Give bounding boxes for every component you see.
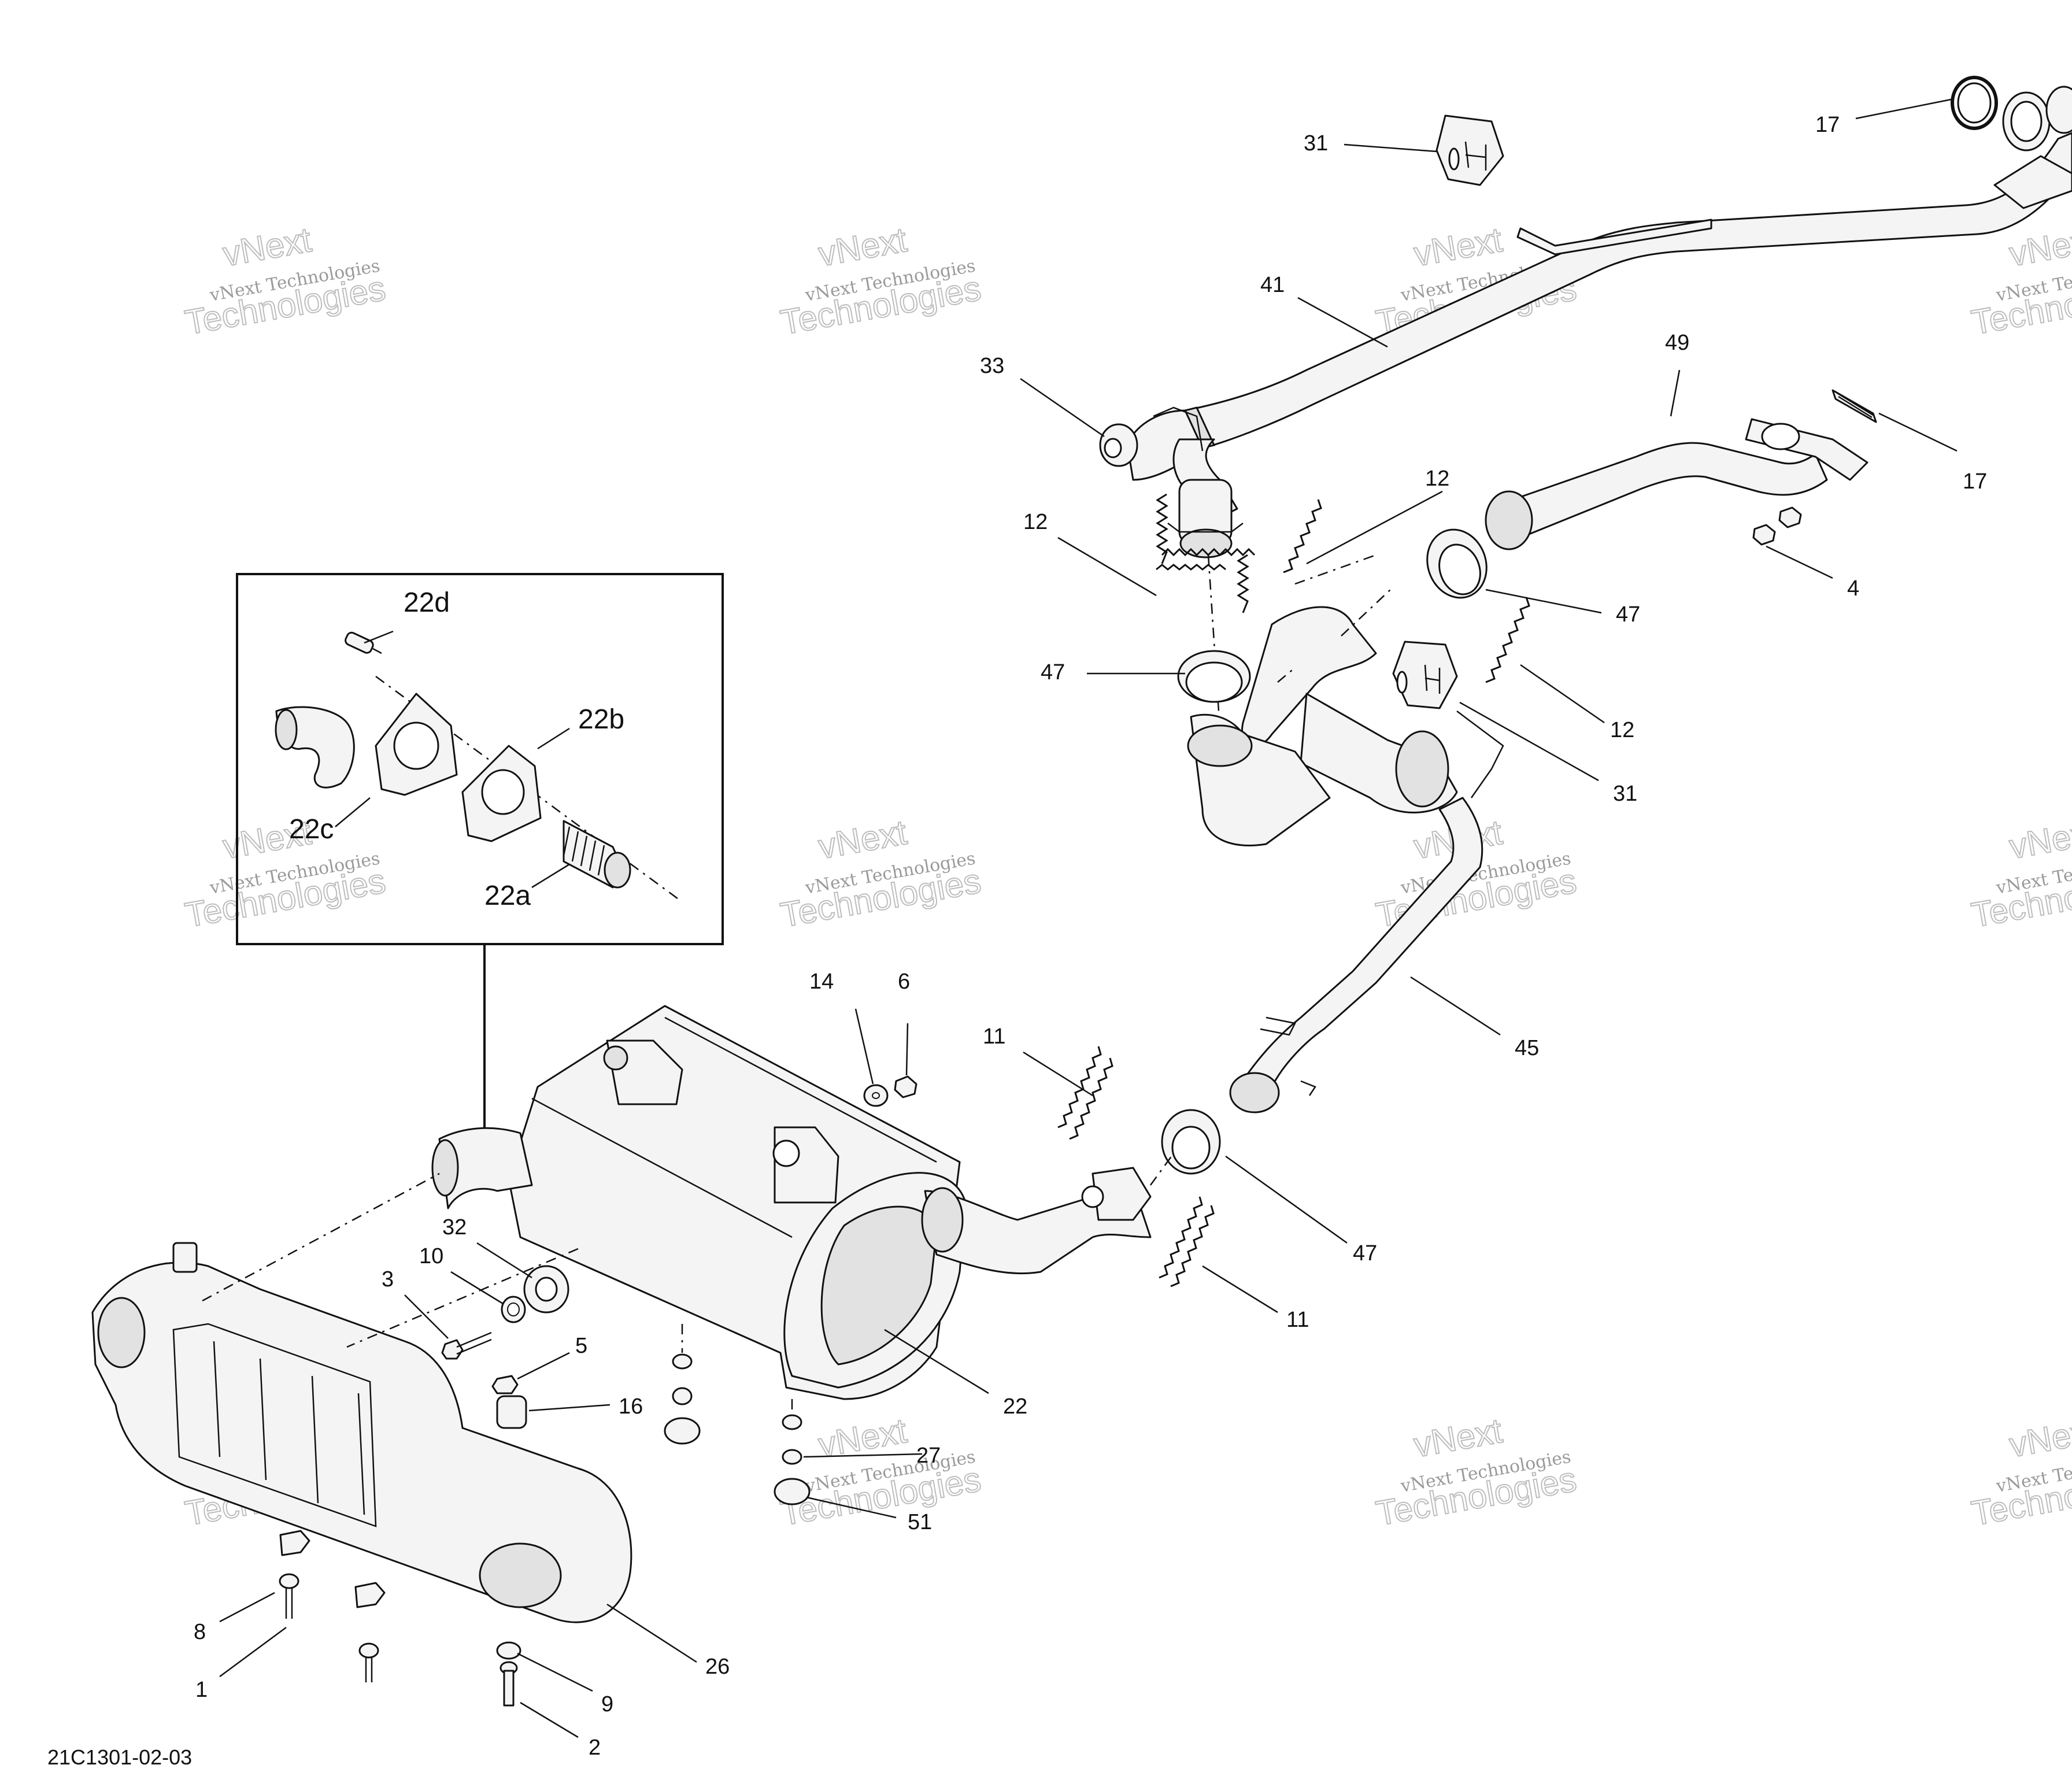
callout-27-top: 31 [1304,131,1328,156]
callout-47-c: 47 [1353,1241,1377,1266]
spring-11a-icon [1057,1046,1113,1140]
callout-9: 9 [601,1692,613,1716]
callout-26: 27 [916,1444,941,1468]
callout-4: 4 [1847,576,1859,601]
callout-11-a: 11 [983,1024,1005,1049]
callout-14: 14 [809,970,834,994]
callout-33: 33 [980,354,1004,378]
callout-5: 5 [575,1334,587,1358]
callout-32: 32 [442,1215,467,1240]
nut-4-icon [1752,506,1802,546]
callout-17-top: 17 [1815,113,1840,137]
watermark-vnext-outline: vNext [2007,220,2072,274]
spring-12d-icon [1485,597,1530,683]
rubber-hanger-27b-icon [1392,641,1458,709]
callout-51: 51 [908,1510,932,1534]
exhaust-pipe-45-icon [1229,797,1483,1113]
nut-5-icon [491,1375,519,1394]
exhaust-pipe-41-icon [1126,132,2072,481]
callout-22: 22 [1003,1394,1027,1419]
callout-17-right: 17 [1963,469,1987,494]
nut-6-icon [894,1075,917,1098]
gasket-ring-47b-icon [1426,528,1488,599]
muffler-22-icon [431,554,1391,1400]
callout-16: 16 [619,1394,643,1419]
callout-45: 45 [1515,1036,1539,1060]
grommet-32-icon [523,1265,569,1314]
washer-14-icon [863,1084,889,1107]
callout-3: 3 [382,1267,394,1292]
watermark-vnext-outline: vNext [2007,1411,2072,1465]
heat-shield-31-icon [91,1172,632,1623]
watermark-vnext-outline: vNext [1411,1411,1505,1465]
bolt-2-icon [500,1661,518,1707]
watermark-vnext-outline: vNext [816,813,910,867]
callout-1: 1 [195,1678,208,1702]
gasket-17b-icon [1832,389,1877,423]
callout-22c: 22c [289,814,334,845]
callout-12-b: 12 [1023,510,1048,534]
watermark-vnext-outline: vNext [816,220,910,274]
spacer-10-icon [501,1296,526,1323]
grommet-33-icon [1099,423,1138,467]
washer-9-icon [496,1641,521,1660]
callout-27-b: 31 [1613,782,1637,806]
callout-47-b: 47 [1041,660,1065,684]
callout-31: 26 [705,1655,730,1679]
spring-12a-icon [1156,547,1256,571]
watermark-vnext-outline: vNext [2007,813,2072,867]
rubber-hanger-27a-icon [1435,114,1504,186]
callout-12-c: 12 [1610,718,1634,742]
gasket-ring-47c-icon [1161,1109,1221,1175]
flex-pipe-icon [1153,406,1244,729]
washer-26-icon [782,1414,802,1465]
slip-joint-22a-icon [563,820,631,889]
damper-16-icon [496,1395,527,1429]
callout-11-b: 11 [1286,1308,1309,1332]
bolt-22d-icon [345,631,382,654]
leader-lines [219,98,1958,1738]
grommet-stack-left-icon [664,1324,701,1445]
seal-ring-17a-icon [1951,76,1998,130]
exhaust-pipe-49-icon [1485,418,1868,550]
y-pipe-icon [1187,606,1504,846]
callout-22a: 22a [484,880,531,911]
callout-41: 41 [1260,273,1285,297]
damper-51-icon [774,1399,811,1505]
bolt-3-icon [441,1331,492,1360]
callout-47-a: 47 [1616,602,1640,627]
callout-22b: 22b [578,704,624,735]
inset-detail-box [236,573,724,1133]
callout-labels: 17 31 41 33 49 17 12 12 4 47 47 12 31 45… [194,113,1987,1760]
screw-1-icon [279,1573,379,1682]
callout-10: 10 [419,1244,443,1268]
pipe-end-top-right-icon [2002,86,2072,151]
gasket-ring-47a-icon [1177,650,1251,703]
spring-12c-icon [1283,499,1322,574]
watermark-vnext-outline: vNext [1411,220,1505,274]
spring-12b-icon [1156,493,1249,613]
callout-8: 8 [194,1620,206,1644]
callout-12-a: 12 [1425,467,1449,491]
callout-2: 2 [589,1736,601,1760]
spring-11b-icon [1159,1196,1215,1287]
callout-49: 49 [1665,331,1689,355]
callout-6: 6 [898,970,910,994]
clip-8-icon [279,1530,386,1608]
callout-22d: 22d [404,587,450,618]
watermark-vnext-outline: vNext [220,220,314,274]
document-id: 21C1301-02-03 [47,1745,192,1769]
